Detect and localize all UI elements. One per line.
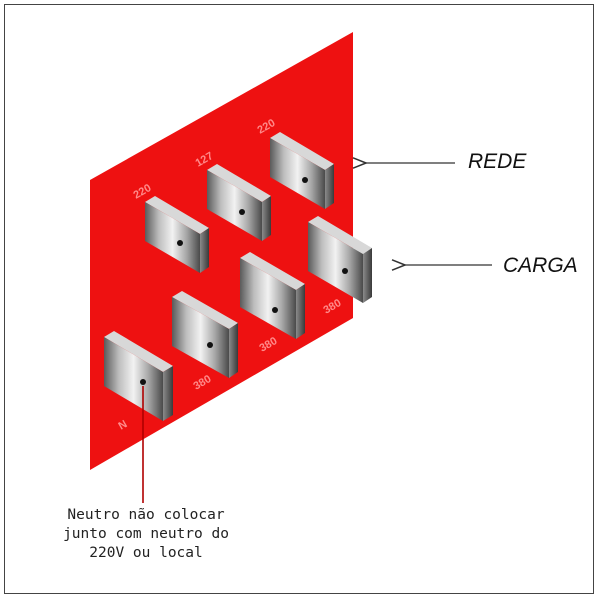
terminal-rede-left	[145, 196, 209, 273]
neutral-note-line-3: 220V ou local	[89, 545, 203, 561]
terminal-carga-left	[172, 291, 238, 378]
neutral-note: Neutro não colocar junto com neutro do 2…	[30, 506, 262, 563]
terminal-neutral	[104, 331, 173, 421]
terminal-carga-right	[308, 216, 372, 303]
neutral-note-line-2: junto com neutro do	[63, 526, 229, 542]
terminal-rede-right	[270, 132, 334, 209]
diagram-frame	[4, 4, 594, 594]
carga-label: CARGA	[503, 254, 578, 277]
terminal-carga-mid	[240, 252, 305, 339]
rede-label: REDE	[468, 150, 527, 173]
neutral-note-line-1: Neutro não colocar	[67, 507, 225, 523]
terminal-rede-mid	[207, 164, 271, 241]
